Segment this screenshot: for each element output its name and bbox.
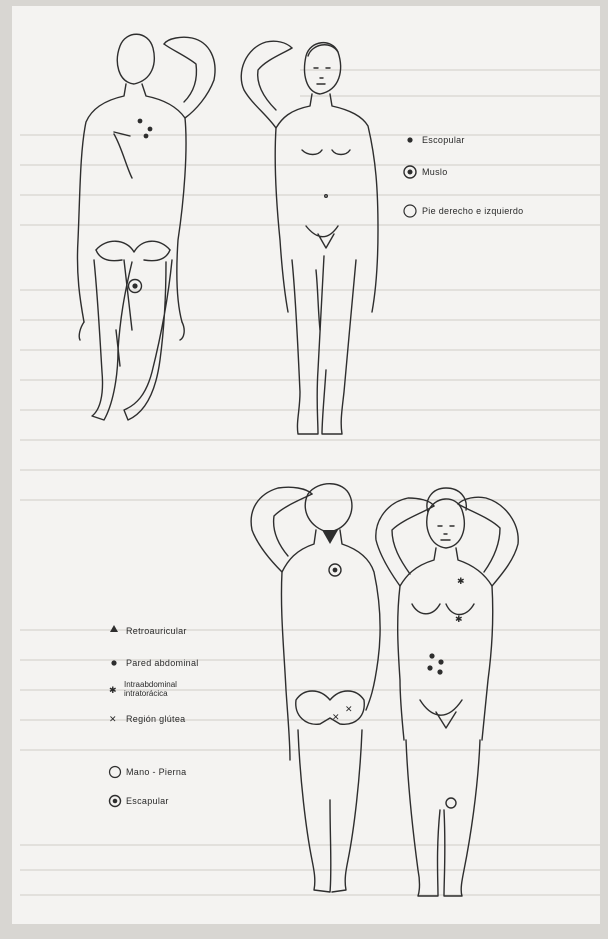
legend-label: Intraabdominal intratorácica	[124, 680, 186, 698]
marker-glutea-cross-2: ✕	[332, 712, 340, 722]
marker-glutea-cross-1: ✕	[345, 704, 353, 714]
legend-label: Región glútea	[126, 714, 185, 724]
ringdot-symbol-center-icon	[113, 799, 118, 804]
legend-label: Muslo	[422, 167, 448, 177]
marker-abdominal-dot	[429, 653, 434, 658]
marker-abdominal-dot	[437, 669, 442, 674]
cross-symbol-icon: ✕	[109, 714, 117, 724]
marker-intra-asterisk-2: ✱	[455, 614, 463, 624]
legend-label: Pie derecho e izquierdo	[422, 206, 523, 216]
marker-escapular-dot	[148, 127, 153, 132]
asterisk-symbol-icon: ✱	[109, 685, 117, 695]
marker-intra-asterisk-1: ✱	[457, 576, 465, 586]
legend-label-wrap: Intraabdominal intratorácica	[124, 680, 214, 706]
legend-label: Retroauricular	[126, 626, 187, 636]
legend-label: Escopular	[422, 135, 465, 145]
legend-label: Escapular	[126, 796, 169, 806]
legend-item-pie: Pie derecho e izquierdo	[404, 205, 523, 217]
marker-abdominal-dot	[438, 659, 443, 664]
marker-abdominal-dot	[427, 665, 432, 670]
ringdot-symbol-center-icon	[408, 170, 413, 175]
dot-symbol-icon	[111, 660, 116, 665]
marker-escapular-dot	[138, 119, 143, 124]
dot-symbol-icon	[407, 137, 412, 142]
paper-sheet	[12, 6, 600, 924]
legend-label: Pared abdominal	[126, 658, 199, 668]
marker-escapular-ringdot-center	[333, 568, 338, 573]
legend-label: Mano - Pierna	[126, 767, 186, 777]
legend-item-intraabdominal: ✱ Intraabdominal intratorácica	[109, 680, 214, 706]
marker-escapular-dot	[144, 134, 149, 139]
marker-mano-pierna-circle	[446, 798, 456, 808]
marker-muslo-ringdot-center	[132, 283, 137, 288]
